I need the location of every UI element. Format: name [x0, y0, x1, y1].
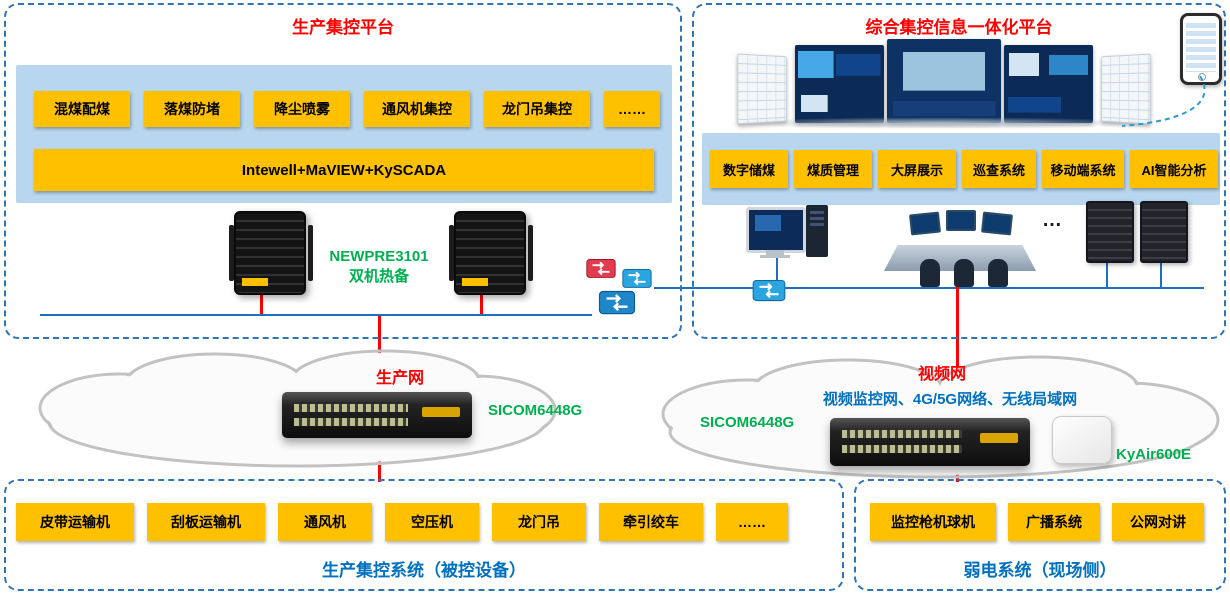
operator-chair — [954, 259, 974, 287]
switch-ports — [842, 444, 962, 453]
production-platform-panel: 生产集控平台 混煤配煤 落煤防堵 降尘喷雾 通风机集控 龙门吊集控 …… Int… — [4, 3, 682, 339]
video-switch-icon — [830, 418, 1030, 466]
device-chip: 牵引绞车 — [599, 503, 703, 541]
wireless-ap-icon — [1052, 416, 1112, 464]
module-chip: 龙门吊集控 — [484, 91, 590, 127]
monitor-stand — [766, 250, 784, 255]
wireless-ap-model-label: KyAir600E — [1116, 446, 1192, 463]
integrated-platform-panel: 综合集控信息一体化平台 数字储煤 煤质管理 大屏展示 巡查系统 移动端系统 AI… — [692, 3, 1226, 339]
module-chip: 煤质管理 — [794, 150, 872, 188]
more-devices-ellipsis: … — [1042, 209, 1062, 231]
integrated-platform-title: 综合集控信息一体化平台 — [865, 18, 1053, 37]
device-chip: 刮板运输机 — [147, 503, 265, 541]
phone-screen — [1186, 23, 1216, 72]
switch-icon — [622, 269, 652, 288]
video-wall-screen — [737, 53, 787, 125]
operator-chair — [988, 259, 1008, 287]
controlled-system-title: 生产集控系统（被控设备） — [322, 561, 526, 580]
monitor-base — [760, 255, 790, 258]
module-chip: 巡查系统 — [962, 150, 1036, 188]
module-chip: 通风机集控 — [364, 91, 470, 127]
device-chip: 龙门吊 — [492, 503, 586, 541]
production-switch-model-label: SICOM6448G — [488, 402, 583, 419]
operator-workstation-monitor-icon — [746, 207, 806, 253]
weak-current-system-title: 弱电系统（现场侧） — [963, 561, 1117, 580]
device-chip: 皮带运输机 — [16, 503, 134, 541]
server2-link-line — [480, 288, 483, 314]
integrated-modules-box: 数字储煤 煤质管理 大屏展示 巡查系统 移动端系统 AI智能分析 — [702, 133, 1220, 205]
video-wall — [734, 25, 1154, 125]
switch-icon — [598, 290, 636, 315]
video-wall-screen — [886, 39, 1002, 123]
redundant-server-icon — [229, 211, 306, 295]
weak-current-device-row: 监控枪机球机 广播系统 公网对讲 — [870, 503, 1204, 541]
server-redundancy-label: NEWPRE3101 双机热备 — [304, 247, 454, 286]
device-chip-ellipsis: …… — [716, 503, 788, 541]
module-chip: 数字储煤 — [710, 150, 788, 188]
console-monitor — [980, 211, 1014, 236]
production-modules-box: 混煤配煤 落煤防堵 降尘喷雾 通风机集控 龙门吊集控 …… Intewell+M… — [16, 65, 672, 203]
switch-ports — [294, 417, 408, 426]
weak-current-panel: 监控枪机球机 广播系统 公网对讲 弱电系统（现场侧） — [854, 479, 1226, 591]
integrated-module-row: 数字储煤 煤质管理 大屏展示 巡查系统 移动端系统 AI智能分析 — [710, 150, 1218, 188]
mobile-phone-icon — [1180, 13, 1222, 85]
video-wall-screen — [795, 45, 884, 123]
video-network-description: 视频监控网、4G/5G网络、无线局域网 — [822, 391, 1078, 408]
device-chip: 广播系统 — [1008, 503, 1100, 541]
production-module-row: 混煤配煤 落煤防堵 降尘喷雾 通风机集控 龙门吊集控 …… — [34, 91, 660, 127]
production-switch-icon — [282, 392, 472, 438]
server-rack-icon — [1140, 201, 1188, 263]
device-chip: 监控枪机球机 — [870, 503, 996, 541]
device-chip: 空压机 — [385, 503, 479, 541]
controlled-devices-panel: 皮带运输机 刮板运输机 通风机 空压机 龙门吊 牵引绞车 …… 生产集控系统（被… — [4, 479, 844, 591]
device-chip: 通风机 — [278, 503, 372, 541]
switch-icon — [752, 279, 786, 302]
switch-icon — [586, 259, 616, 278]
controlled-device-row: 皮带运输机 刮板运输机 通风机 空压机 龙门吊 牵引绞车 …… — [16, 503, 788, 541]
rack2-link-line — [1160, 257, 1162, 287]
redundant-server-icon — [449, 211, 526, 295]
rack1-link-line — [1106, 257, 1108, 287]
workstation-tower-icon — [806, 205, 828, 257]
production-network-label: 生产网 — [375, 370, 424, 387]
software-platform-bar: Intewell+MaVIEW+KySCADA — [34, 149, 654, 191]
console-monitor — [908, 211, 942, 236]
module-chip: AI智能分析 — [1130, 150, 1218, 188]
operator-chair — [920, 259, 940, 287]
production-platform-title: 生产集控平台 — [292, 18, 394, 37]
phone-wireless-link-line — [1121, 75, 1206, 127]
video-bus-line — [654, 287, 1204, 289]
video-wall-base — [724, 117, 1154, 129]
device-chip: 公网对讲 — [1112, 503, 1204, 541]
video-network-label: 视频网 — [917, 366, 966, 383]
module-chip: 降尘喷雾 — [254, 91, 350, 127]
module-chip-ellipsis: …… — [604, 91, 660, 127]
server-mode-text: 双机热备 — [348, 267, 409, 285]
module-chip: 混煤配煤 — [34, 91, 130, 127]
switch-brand-badge — [422, 406, 460, 417]
server-model-text: NEWPRE3101 — [329, 248, 429, 265]
server1-link-line — [260, 288, 263, 314]
server-rack-icon — [1086, 201, 1134, 263]
switch-ports — [842, 430, 962, 439]
switch-ports — [294, 403, 408, 412]
module-chip: 落煤防堵 — [144, 91, 240, 127]
video-wall-screen — [1004, 45, 1093, 123]
control-console-icon — [884, 207, 1036, 287]
production-bus-line — [40, 314, 592, 316]
console-monitor — [946, 210, 976, 231]
module-chip: 大屏展示 — [878, 150, 956, 188]
switch-brand-badge — [980, 433, 1018, 444]
workstation-link-line — [776, 256, 778, 287]
module-chip: 移动端系统 — [1042, 150, 1124, 188]
video-switch-model-label: SICOM6448G — [700, 414, 795, 431]
